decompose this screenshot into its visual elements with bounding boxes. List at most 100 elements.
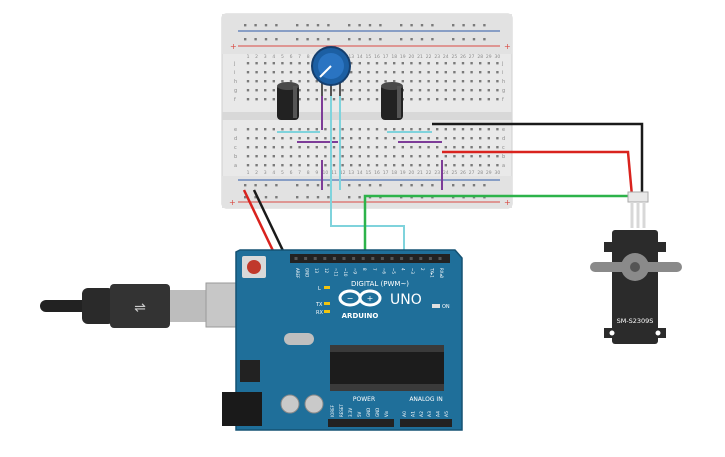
terminal-hole — [255, 128, 258, 131]
terminal-hole — [384, 164, 387, 167]
column-number: 29 — [486, 54, 492, 60]
column-number: 1 — [247, 170, 250, 176]
terminal-hole — [444, 89, 447, 92]
digital-pin[interactable] — [352, 257, 356, 260]
terminal-hole — [487, 62, 490, 65]
reset-button[interactable] — [247, 260, 261, 274]
rail-hole — [316, 38, 320, 41]
terminal-hole — [281, 164, 284, 167]
terminal-hole — [470, 128, 473, 131]
terminal-hole — [427, 62, 430, 65]
terminal-hole — [393, 71, 396, 74]
digital-pin[interactable] — [390, 257, 394, 260]
terminal-hole — [272, 155, 275, 158]
terminal-hole — [470, 62, 473, 65]
terminal-hole — [350, 155, 353, 158]
column-number: 4 — [272, 54, 275, 60]
rail-hole — [264, 196, 268, 199]
rail-hole — [244, 38, 247, 41]
terminal-hole — [375, 164, 379, 167]
terminal-hole — [315, 155, 318, 158]
terminal-hole — [358, 71, 361, 74]
terminal-hole — [479, 80, 482, 83]
terminal-hole — [496, 164, 499, 167]
terminal-hole — [401, 137, 404, 140]
terminal-hole — [332, 89, 336, 92]
column-number: 27 — [469, 170, 475, 176]
digital-pin[interactable] — [438, 257, 442, 260]
usb-cable[interactable]: ⇌ — [40, 282, 259, 328]
digital-pin[interactable] — [409, 257, 413, 260]
digital-pin[interactable] — [332, 257, 336, 260]
servo-motor[interactable]: SM-S2309S — [590, 191, 682, 344]
terminal-hole — [461, 128, 465, 131]
terminal-hole — [393, 137, 396, 140]
rail-hole — [431, 184, 434, 187]
terminal-hole — [496, 89, 499, 92]
digital-pin[interactable] — [419, 257, 423, 260]
terminal-hole — [246, 146, 250, 149]
column-number: 25 — [452, 54, 458, 60]
digital-pin[interactable] — [400, 257, 404, 260]
capacitor-left[interactable] — [277, 82, 299, 120]
digital-pin[interactable] — [342, 257, 346, 260]
digital-pin[interactable] — [428, 257, 432, 260]
rail-hole — [296, 196, 299, 199]
terminal-hole — [289, 155, 293, 158]
green-wire-servo-signal[interactable] — [363, 194, 632, 258]
digital-pin[interactable] — [304, 257, 308, 260]
terminal-hole — [246, 89, 250, 92]
red-wire-servo-power[interactable] — [442, 150, 634, 197]
servo-bottom-mount — [604, 328, 666, 338]
breadboard[interactable]: + + + + 12345678910111213141516171819202… — [221, 13, 513, 209]
terminal-hole — [410, 128, 413, 131]
terminal-hole — [315, 98, 318, 101]
terminal-hole — [298, 98, 301, 101]
terminal-hole — [358, 128, 361, 131]
terminal-hole — [410, 80, 413, 83]
digital-pin[interactable] — [371, 257, 375, 260]
digital-pin[interactable] — [313, 257, 317, 260]
column-number: 29 — [486, 170, 492, 176]
row-letter: b — [502, 154, 505, 160]
column-number: 13 — [348, 170, 354, 176]
terminal-hole — [401, 128, 404, 131]
row-letter: e — [502, 127, 505, 133]
capacitor-right[interactable] — [381, 82, 403, 120]
svg-text:+: + — [367, 294, 374, 303]
servo-mount-hole-2 — [655, 330, 661, 336]
terminal-hole — [289, 62, 293, 65]
terminal-hole — [264, 128, 267, 131]
digital-pin[interactable] — [380, 257, 384, 260]
power-pin-label: 5V — [357, 411, 362, 417]
column-number: 13 — [348, 54, 354, 60]
digital-pin[interactable] — [323, 257, 327, 260]
terminal-hole — [436, 164, 439, 167]
terminal-hole — [281, 62, 284, 65]
potentiometer[interactable] — [311, 46, 351, 96]
digital-pin-label: ~10 — [343, 268, 348, 277]
terminal-hole — [332, 98, 336, 101]
rail-hole — [462, 38, 465, 41]
digital-pin[interactable] — [361, 257, 365, 260]
uno-label: UNO — [390, 292, 422, 308]
terminal-hole — [272, 128, 275, 131]
row-letter: a — [502, 163, 505, 169]
terminal-hole — [410, 155, 413, 158]
terminal-hole — [246, 71, 250, 74]
column-number: 12 — [340, 170, 346, 176]
terminal-hole — [332, 164, 336, 167]
terminal-hole — [358, 146, 361, 149]
terminal-hole — [487, 80, 490, 83]
rail-hole — [275, 196, 278, 199]
black-wire-servo-ground[interactable] — [432, 122, 644, 196]
terminal-hole — [453, 146, 456, 149]
digital-pin[interactable] — [294, 257, 298, 260]
rail-hole — [420, 24, 424, 27]
l-led-label: L — [318, 286, 321, 292]
terminal-hole — [332, 146, 336, 149]
voltage-regulator — [240, 360, 260, 382]
rail-hole — [410, 184, 413, 187]
